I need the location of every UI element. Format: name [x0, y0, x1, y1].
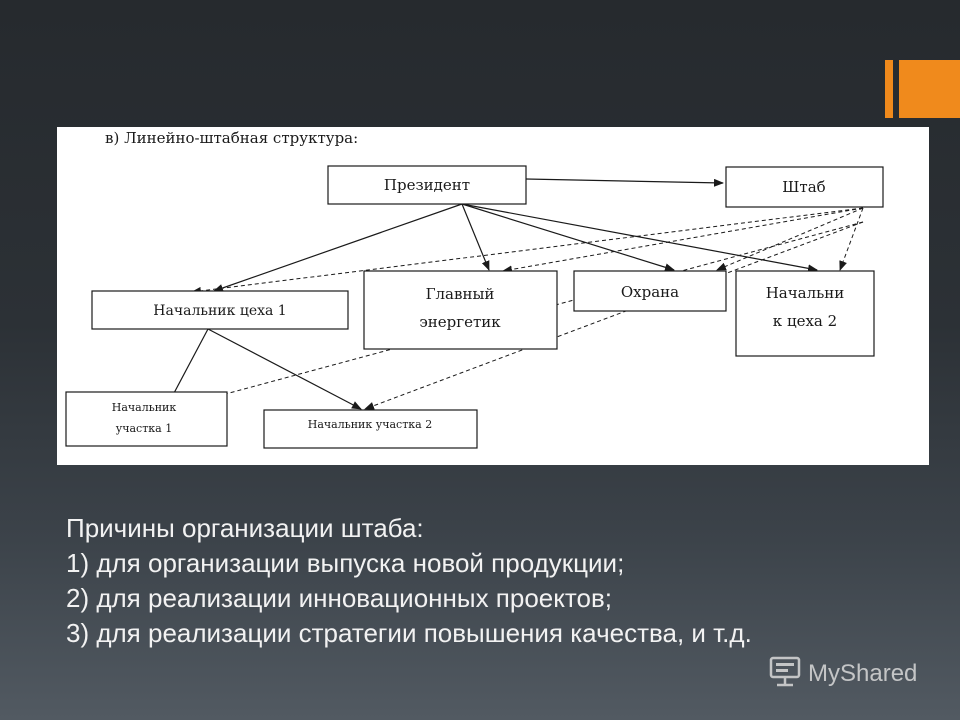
label-chief-energy-2: энергетик [419, 313, 501, 331]
watermark-text: MyShared [808, 660, 918, 687]
reason-item-3: 3) для реализации стратегии повышения ка… [66, 618, 752, 648]
staff-to-energy [502, 207, 864, 274]
box-staff [725, 166, 884, 208]
reasons-heading: Причины организации штаба: [66, 513, 424, 543]
link-shop1-section2 [207, 328, 362, 410]
label-president: Президент [384, 176, 470, 194]
reason-item-2: 2) для реализации инновационных проектов… [66, 583, 613, 613]
label-shop-head-2-1: Начальни [766, 284, 845, 302]
box-section-head-2 [263, 409, 478, 449]
box-security [573, 270, 727, 312]
box-shop-head-2 [735, 270, 875, 357]
link-president-energy [461, 203, 490, 271]
presentation-board-icon [768, 654, 802, 695]
label-shop-head-1: Начальник цеха 1 [153, 303, 286, 319]
link-president-security [461, 203, 675, 272]
staff-to-section2 [364, 221, 864, 410]
staff-to-shop1 [191, 207, 864, 295]
label-section-head-1-1: Начальник [112, 401, 177, 414]
reason-item-1: 1) для организации выпуска новой продукц… [66, 548, 625, 578]
diagram-title: в) Линейно-штабная структура: [105, 129, 358, 147]
line-connections [164, 178, 818, 411]
box-section-head-1 [65, 391, 228, 447]
staff-to-shop2 [839, 207, 864, 271]
reasons-list: Причины организации штаба: 1) для органи… [66, 511, 946, 651]
diagram-canvas: в) Линейно-штабная структура: [65, 129, 884, 449]
staff-to-security [716, 207, 864, 271]
label-shop-head-2-2: к цеха 2 [773, 312, 837, 330]
org-structure-diagram: в) Линейно-штабная структура: [57, 127, 929, 465]
label-staff: Штаб [782, 178, 825, 196]
label-section-head-2: Начальник участка 2 [308, 418, 432, 431]
link-president-staff [525, 178, 724, 187]
diagram-boxes [65, 165, 884, 449]
link-president-shop1 [213, 203, 463, 292]
watermark: MyShared [768, 654, 917, 694]
box-shop-head-1 [91, 290, 349, 330]
box-chief-energy [363, 270, 558, 350]
link-president-shop2 [461, 203, 818, 273]
box-president [327, 165, 527, 205]
accent-bar-thick [899, 60, 960, 118]
accent-bar-thin [885, 60, 893, 118]
label-chief-energy-1: Главный [426, 285, 495, 303]
label-section-head-1-2: участка 1 [116, 422, 172, 435]
label-security: Охрана [621, 283, 679, 301]
